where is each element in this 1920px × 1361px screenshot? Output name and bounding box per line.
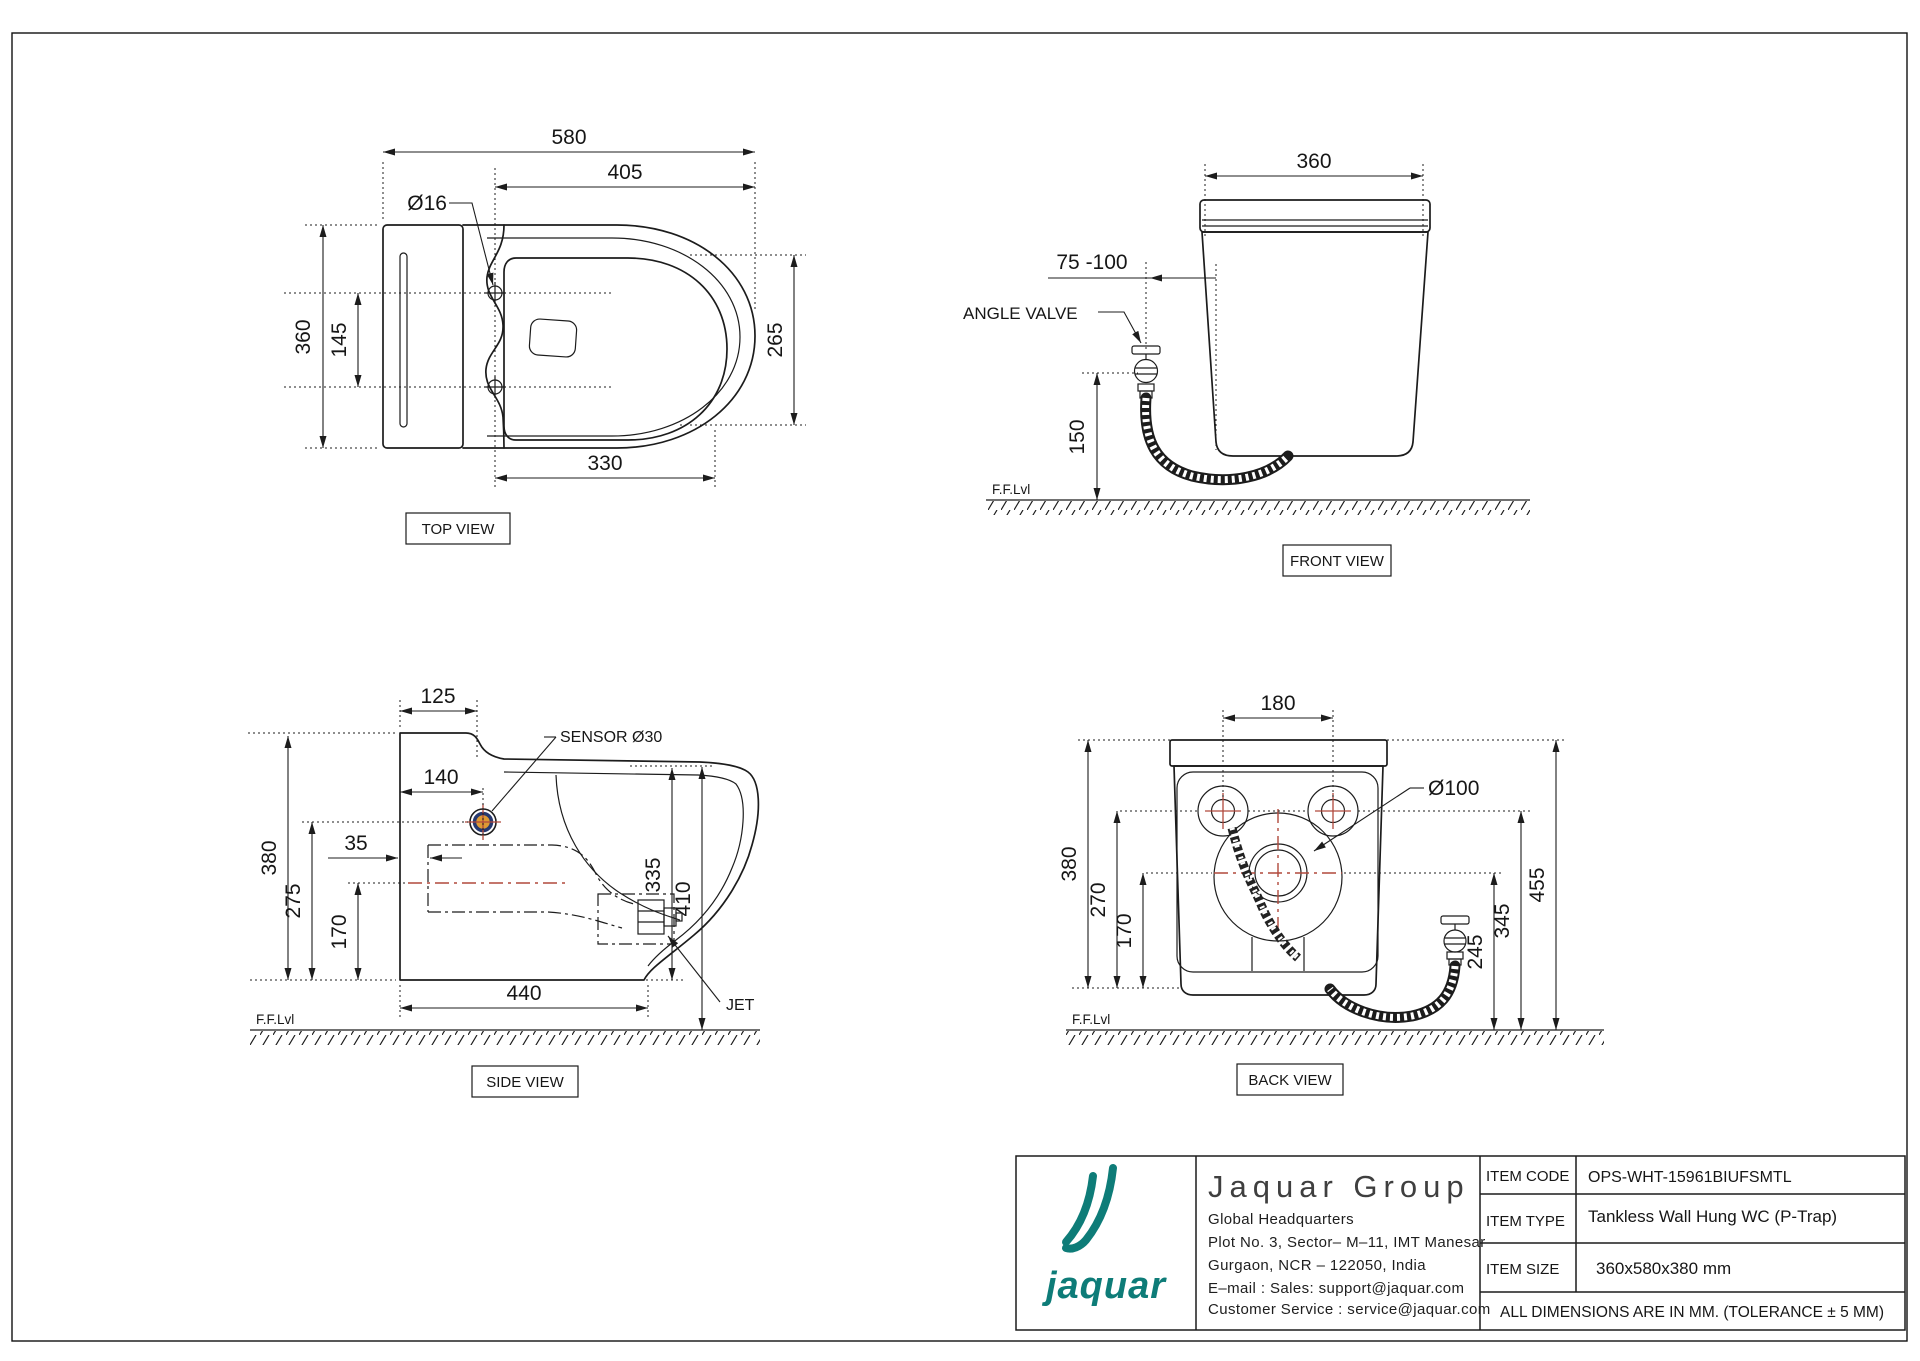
dim-side-height: 380	[258, 840, 281, 875]
fixing-hole-icon	[1205, 793, 1351, 829]
back-view-top-band	[1169, 739, 1388, 767]
dim-top-seat: 405	[607, 161, 642, 184]
angle-valve-icon	[1440, 915, 1470, 966]
ground-hatch	[986, 499, 1530, 515]
dim-front-valve-height: 150	[1066, 419, 1089, 454]
side-view: JET SENSOR Ø30 125 140 35 380 275	[248, 685, 760, 1098]
dim-back-hole-span: 180	[1260, 692, 1295, 715]
dim-top-depth: 360	[292, 319, 315, 354]
back-view-label-box	[1236, 1063, 1344, 1096]
sensor-icon	[465, 804, 501, 840]
dim-side-trap-height: 170	[328, 914, 351, 949]
dim-top-bowl-width: 265	[764, 322, 787, 357]
top-view: 580 405 Ø16 360 145 265 330 TOP VIEW	[284, 126, 806, 545]
internal-hose-band	[1227, 826, 1302, 962]
back-ffl-label: F.F.Lvl	[1072, 1012, 1110, 1027]
top-view-seat-opening	[503, 257, 728, 441]
field-value-item-code: OPS-WHT-15961BIUFSMTL	[1588, 1169, 1792, 1186]
top-view-slot	[399, 252, 408, 428]
dim-side-ledge: 125	[420, 685, 455, 708]
angle-valve-icon	[1131, 345, 1161, 399]
dim-side-rim-height: 335	[642, 857, 665, 892]
dim-top-hole-dia: Ø16	[407, 192, 447, 215]
dim-back-outlet-dia: Ø100	[1428, 777, 1479, 800]
dim-side-inlet-offset: 35	[344, 832, 367, 855]
side-jet-label: JET	[726, 997, 755, 1014]
title-block: jaquar Jaquar Group Global Headquarters …	[1015, 1155, 1906, 1331]
dim-back-height: 380	[1058, 846, 1081, 881]
ground-hatch	[250, 1029, 760, 1045]
front-view-label-box	[1282, 544, 1392, 577]
side-view-rim-inner	[503, 771, 744, 967]
field-label-item-code: ITEM CODE	[1486, 1168, 1569, 1185]
address-line: Plot No. 3, Sector– M–11, IMT Manesar	[1208, 1234, 1486, 1251]
dim-back-total-height: 455	[1526, 867, 1549, 902]
back-view-body	[1173, 765, 1384, 996]
dim-top-hole-span: 145	[328, 322, 351, 357]
address-line: Gurgaon, NCR – 122050, India	[1208, 1257, 1426, 1274]
field-value-item-size: 360x580x380 mm	[1596, 1259, 1731, 1278]
address-line: E–mail : Sales: support@jaquar.com	[1208, 1280, 1464, 1297]
field-value-item-type: Tankless Wall Hung WC (P-Trap)	[1588, 1207, 1837, 1226]
dim-back-outlet-ground: 245	[1464, 934, 1487, 969]
side-view-label: SIDE VIEW	[486, 1074, 564, 1091]
dimensions-note: ALL DIMENSIONS ARE IN MM. (TOLERANCE ± 5…	[1500, 1304, 1884, 1321]
top-view-lid-inner-line	[487, 237, 741, 437]
front-view-lid	[1199, 199, 1431, 233]
top-view-label: TOP VIEW	[422, 521, 496, 538]
side-sensor-label: SENSOR Ø30	[560, 729, 662, 746]
dim-top-width: 580	[551, 126, 586, 149]
top-view-seat-outline	[462, 224, 756, 449]
dim-front-width: 360	[1296, 150, 1331, 173]
front-ffl-label: F.F.Lvl	[992, 482, 1030, 497]
side-ffl-label: F.F.Lvl	[256, 1012, 294, 1027]
address-line: Global Headquarters	[1208, 1211, 1354, 1228]
front-view: 360 75 -100 ANGLE VALVE 150	[963, 150, 1530, 577]
jaquar-logo: jaquar	[1041, 1164, 1167, 1307]
front-angle-valve-label: ANGLE VALVE	[963, 304, 1078, 323]
top-view-flush-button	[528, 318, 578, 358]
inlet-hose	[1140, 392, 1294, 486]
top-view-mount-plate	[382, 224, 464, 449]
dim-back-hole-height: 270	[1087, 882, 1110, 917]
field-label-item-type: ITEM TYPE	[1486, 1213, 1565, 1230]
back-view-recess	[1176, 771, 1379, 973]
dim-front-valve-offset: 75 -100	[1056, 251, 1127, 274]
front-view-body	[1201, 231, 1429, 457]
side-view-label-box	[471, 1065, 579, 1098]
dim-side-sensor-offset: 140	[423, 766, 458, 789]
jaquar-logo-word: jaquar	[1041, 1265, 1167, 1307]
sheet-border	[11, 32, 1908, 1342]
back-view: Ø100 180 380 270 170 455 345 245	[1058, 692, 1604, 1096]
dim-back-outlet-height: 170	[1113, 913, 1136, 948]
dim-side-rim-back: 275	[282, 883, 305, 918]
dim-side-base-length: 440	[506, 982, 541, 1005]
dim-side-total-height: 410	[672, 881, 695, 916]
ground-hatch	[1066, 1029, 1604, 1045]
inlet-hose	[1324, 960, 1461, 1023]
top-view-label-box	[405, 512, 511, 545]
company-name: Jaquar Group	[1208, 1169, 1470, 1204]
side-view-bowl-curve	[555, 774, 681, 921]
address-line: Customer Service : service@jaquar.com	[1208, 1301, 1491, 1318]
front-view-label: FRONT VIEW	[1290, 553, 1385, 570]
dim-top-bowl-length: 330	[587, 452, 622, 475]
side-view-body	[399, 732, 760, 981]
field-label-item-size: ITEM SIZE	[1486, 1261, 1559, 1278]
back-view-label: BACK VIEW	[1248, 1072, 1332, 1089]
